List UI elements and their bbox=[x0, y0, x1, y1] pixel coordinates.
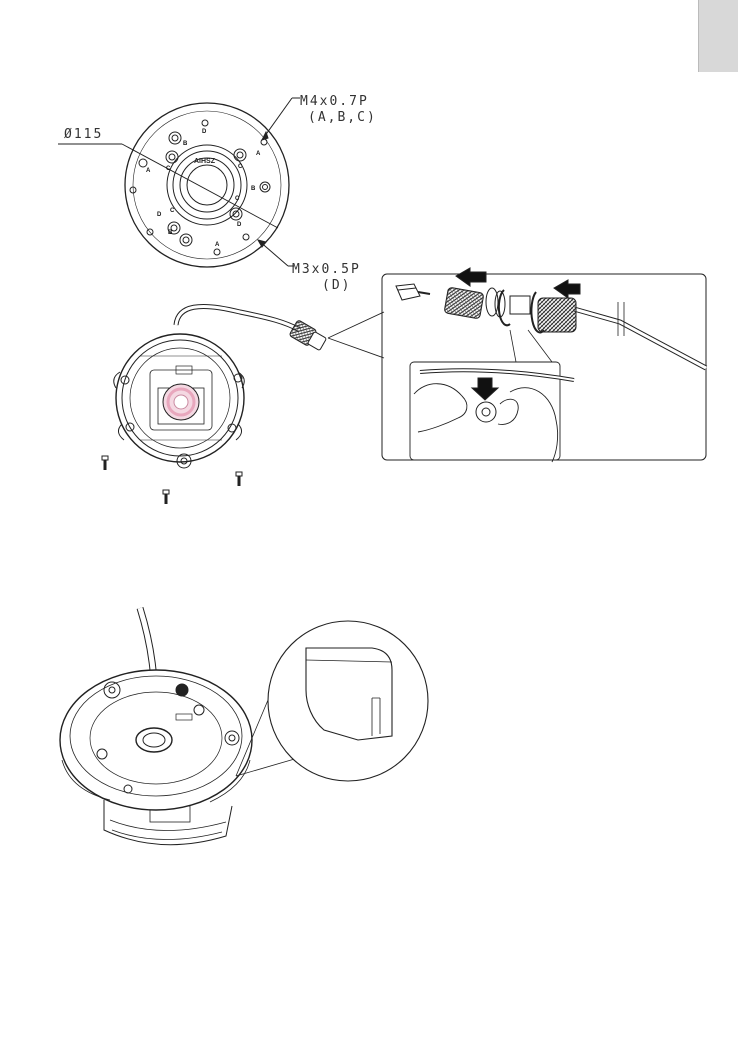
svg-text:C: C bbox=[235, 196, 240, 202]
brand-mark: AIHSZ bbox=[194, 158, 216, 165]
svg-text:B: B bbox=[168, 230, 173, 236]
svg-text:B: B bbox=[251, 186, 256, 192]
svg-text:C: C bbox=[170, 208, 175, 214]
svg-text:B: B bbox=[183, 141, 188, 147]
svg-text:A: A bbox=[256, 151, 261, 157]
svg-text:D: D bbox=[202, 129, 207, 135]
svg-text:D: D bbox=[157, 212, 162, 218]
svg-text:A: A bbox=[215, 242, 220, 248]
connector-detail bbox=[382, 268, 706, 462]
rj45-plug bbox=[396, 284, 420, 300]
arrow-left-icon bbox=[456, 268, 486, 286]
screw-icon bbox=[102, 456, 108, 470]
mounting-bracket bbox=[58, 98, 300, 267]
magnified-detail bbox=[268, 621, 428, 781]
camera-body bbox=[114, 306, 327, 468]
svg-text:C: C bbox=[166, 166, 171, 172]
screws bbox=[102, 456, 242, 504]
svg-text:A: A bbox=[146, 168, 151, 174]
bracket-holes bbox=[130, 120, 270, 255]
cable-connector bbox=[289, 320, 327, 351]
svg-text:D: D bbox=[237, 222, 242, 228]
screw-icon bbox=[163, 490, 169, 504]
camera-base bbox=[60, 608, 252, 845]
bracket-letters: D B A C C A B D C C B D A AIHSZ bbox=[146, 129, 261, 248]
screw-icon bbox=[236, 472, 242, 486]
svg-text:C: C bbox=[238, 164, 243, 170]
arrow-left-icon bbox=[554, 280, 580, 298]
